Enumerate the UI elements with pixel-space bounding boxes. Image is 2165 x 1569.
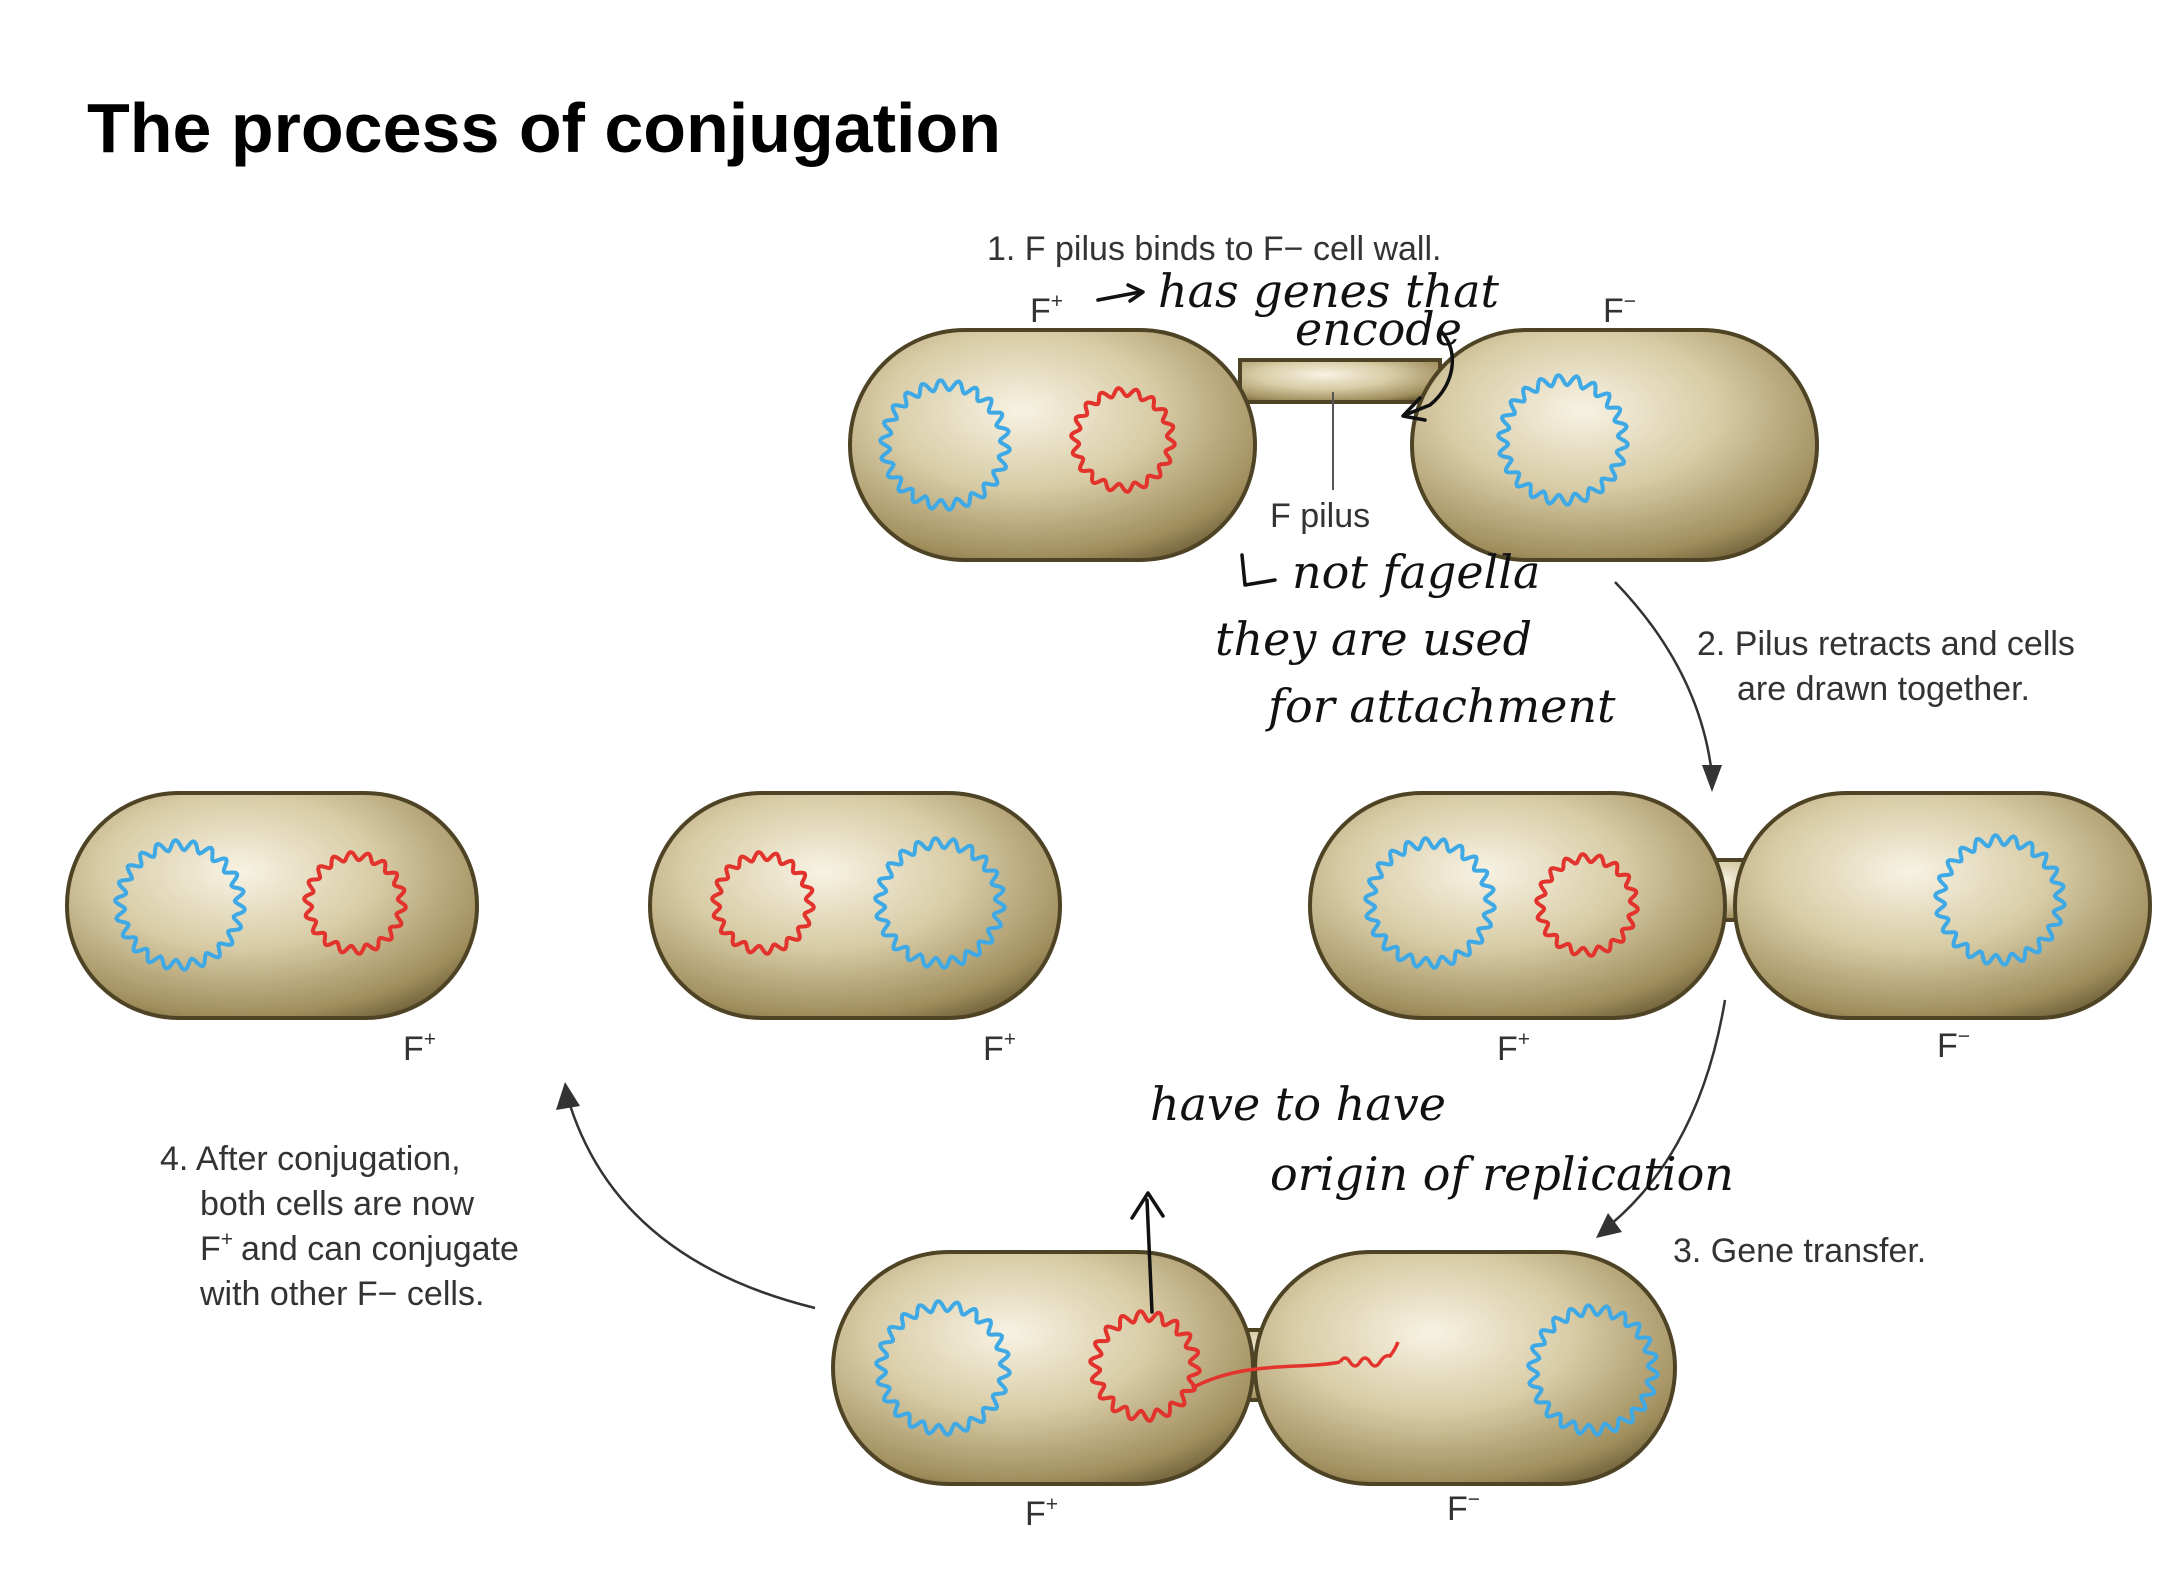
arrow-head bbox=[556, 1082, 580, 1110]
f-plus-label: F+ bbox=[1497, 1028, 1530, 1068]
chromosome-icon bbox=[113, 838, 247, 972]
chromosome-icon bbox=[878, 378, 1012, 512]
note-curved-arrow bbox=[1403, 328, 1455, 417]
note-attachment-line: for attachment bbox=[1265, 679, 1616, 733]
step1-label: 1. F pilus binds to F− cell wall. bbox=[987, 230, 1441, 268]
f-plasmid-icon bbox=[1069, 386, 1177, 494]
step4-label-line2: both cells are now bbox=[200, 1185, 474, 1223]
f-plus-cell bbox=[831, 1250, 1255, 1486]
f-minus-cell bbox=[1253, 1250, 1677, 1486]
f-plus-label: F+ bbox=[1025, 1493, 1058, 1533]
step3-label: 3. Gene transfer. bbox=[1673, 1232, 1926, 1270]
note-has-genes-line1: has genes that bbox=[1158, 264, 1500, 318]
chromosome-icon bbox=[1526, 1303, 1660, 1437]
arrow-step2-to-step3 bbox=[1609, 999, 1727, 1226]
step4-label-line1: 4. After conjugation, bbox=[160, 1140, 461, 1178]
process-arrows bbox=[556, 581, 1727, 1310]
f-plus-cell bbox=[648, 791, 1062, 1020]
f-plasmid-icon bbox=[302, 850, 408, 956]
f-minus-label: F− bbox=[1603, 290, 1636, 330]
note-not-flagella: not fagella bbox=[1292, 545, 1540, 599]
note-up-arrow-head bbox=[1130, 1191, 1165, 1220]
handwritten-notes: has genes that encode not fagella they a… bbox=[1096, 264, 1734, 1314]
f-plasmid-icon bbox=[1534, 852, 1640, 958]
arrow-head bbox=[1702, 765, 1722, 792]
f-plus-label: F+ bbox=[403, 1028, 436, 1068]
f-pilus-label: F pilus bbox=[1270, 497, 1370, 535]
step2-label-line1: 2. Pilus retracts and cells bbox=[1697, 625, 2075, 663]
f-plus-label: F+ bbox=[983, 1028, 1016, 1068]
note-used-line: they are used bbox=[1215, 612, 1532, 666]
note-arrow-head bbox=[1126, 283, 1145, 303]
chromosome-icon bbox=[874, 1299, 1012, 1437]
note-curved-arrow-head bbox=[1401, 396, 1427, 422]
chromosome-icon bbox=[1496, 373, 1630, 507]
note-origin-line2: origin of replication bbox=[1270, 1147, 1734, 1201]
transferred-dna-strand bbox=[1191, 1360, 1341, 1390]
step2-label-line2: are drawn together. bbox=[1737, 670, 2030, 708]
step4-cells bbox=[65, 791, 1062, 1020]
arrow-step3-to-step4 bbox=[568, 1104, 816, 1310]
transferred-dna-wave bbox=[1338, 1341, 1400, 1368]
chromosome-icon bbox=[873, 836, 1007, 970]
f-plasmid-icon bbox=[1088, 1309, 1202, 1423]
step1-cells bbox=[848, 328, 1819, 562]
arrow-head bbox=[1596, 1213, 1622, 1238]
note-up-arrow bbox=[1145, 1198, 1154, 1314]
arrow-step1-to-step2 bbox=[1614, 581, 1714, 776]
f-plus-cell bbox=[65, 791, 479, 1020]
f-plus-label: F+ bbox=[1030, 290, 1063, 330]
chromosome-icon bbox=[1933, 833, 2067, 967]
note-hook-arrow bbox=[1240, 553, 1277, 587]
step2-cells bbox=[1308, 791, 2152, 1020]
f-minus-label: F− bbox=[1447, 1488, 1480, 1528]
f-minus-cell bbox=[1410, 328, 1819, 562]
f-pilus-bridge bbox=[1238, 358, 1442, 404]
step4-label-line4: with other F− cells. bbox=[199, 1275, 484, 1313]
note-origin-line1: have to have bbox=[1150, 1077, 1446, 1131]
step3-cells bbox=[831, 1250, 1677, 1486]
f-plasmid-icon bbox=[710, 850, 816, 956]
step4-label-line3: F+and can conjugate bbox=[200, 1228, 519, 1268]
note-arrow bbox=[1096, 290, 1142, 302]
f-minus-label: F− bbox=[1937, 1025, 1970, 1065]
chromosome-icon bbox=[1363, 836, 1497, 970]
note-has-genes-line2: encode bbox=[1295, 302, 1462, 356]
page-title: The process of conjugation bbox=[87, 89, 1001, 167]
f-plus-cell bbox=[848, 328, 1257, 562]
